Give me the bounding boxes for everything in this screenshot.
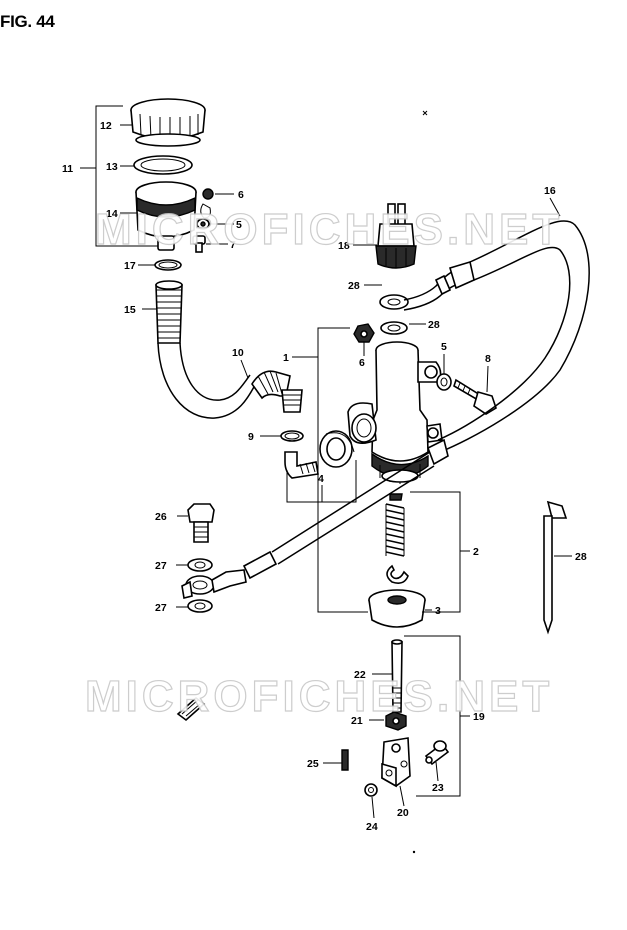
cylinder-washer-5 bbox=[436, 373, 452, 391]
brake-light-switch bbox=[375, 203, 417, 269]
dust-boot bbox=[368, 589, 426, 628]
watermark-bottom: MICROFICHES.NET bbox=[84, 671, 554, 721]
callout-24: 24 bbox=[366, 821, 378, 833]
callout-4: 4 bbox=[318, 473, 324, 485]
callout-5a: 5 bbox=[236, 219, 242, 231]
callout-13: 13 bbox=[106, 161, 118, 173]
dot-mark bbox=[412, 850, 416, 854]
pin-nut bbox=[364, 783, 378, 797]
reservoir-hose-corrugated bbox=[155, 280, 183, 344]
callout-6b: 6 bbox=[359, 357, 365, 369]
reservoir-body bbox=[135, 181, 197, 251]
reservoir-screw bbox=[200, 188, 214, 219]
inlet-grommet bbox=[319, 430, 355, 468]
callout-7: 7 bbox=[230, 239, 236, 251]
callout-18: 18 bbox=[338, 240, 350, 252]
push-rod bbox=[391, 639, 403, 713]
callout-28a: 28 bbox=[348, 280, 360, 292]
callout-17: 17 bbox=[124, 260, 136, 272]
hose-clamp-17 bbox=[154, 259, 182, 271]
callout-2: 2 bbox=[473, 546, 479, 558]
callout-6a: 6 bbox=[238, 189, 244, 201]
callout-14: 14 bbox=[106, 208, 118, 220]
callout-28c: 28 bbox=[575, 551, 587, 563]
clevis bbox=[381, 737, 411, 788]
master-cylinder-body bbox=[347, 341, 443, 484]
callout-12: 12 bbox=[100, 120, 112, 132]
callout-9: 9 bbox=[248, 431, 254, 443]
lock-nut bbox=[385, 711, 407, 731]
callout-3: 3 bbox=[435, 605, 441, 617]
callout-16: 16 bbox=[544, 185, 556, 197]
figure-title: FIG. 44 bbox=[0, 12, 55, 31]
reservoir-bolt bbox=[192, 235, 206, 253]
brake-hose bbox=[403, 220, 590, 466]
cylinder-nut bbox=[353, 323, 375, 343]
callout-22: 22 bbox=[354, 669, 366, 681]
asterisk-mark bbox=[422, 110, 428, 116]
callout-27a: 27 bbox=[155, 560, 167, 572]
reservoir-washer bbox=[196, 218, 210, 230]
callout-15: 15 bbox=[124, 304, 136, 316]
callout-11: 11 bbox=[62, 163, 73, 175]
clevis-pin bbox=[424, 740, 450, 766]
reservoir-diaphragm bbox=[133, 155, 193, 175]
arrow-marker bbox=[176, 696, 206, 722]
leader-lines bbox=[80, 105, 572, 819]
return-spring bbox=[385, 493, 405, 557]
inlet-elbow bbox=[284, 451, 319, 479]
banjo-washer-upper bbox=[187, 558, 213, 572]
callout-20: 20 bbox=[397, 807, 409, 819]
reservoir-cap bbox=[130, 98, 206, 147]
callout-26: 26 bbox=[155, 511, 167, 523]
banjo-washer-lower bbox=[187, 599, 213, 613]
hose-washer-upper bbox=[379, 294, 409, 310]
callout-23: 23 bbox=[432, 782, 444, 794]
callout-1: 1 bbox=[283, 352, 289, 364]
banjo-fitting bbox=[181, 575, 215, 599]
cable-tie bbox=[543, 500, 568, 635]
callout-21: 21 bbox=[351, 715, 363, 727]
callout-8: 8 bbox=[485, 353, 491, 365]
callout-5b: 5 bbox=[441, 341, 447, 353]
callout-25: 25 bbox=[307, 758, 319, 770]
callout-27b: 27 bbox=[155, 602, 167, 614]
watermark-top: MICROFICHES.NET bbox=[94, 204, 564, 254]
callout-28b: 28 bbox=[428, 319, 440, 331]
mounting-bolt-8 bbox=[453, 378, 497, 415]
reservoir-hose bbox=[157, 342, 303, 419]
circlip bbox=[386, 564, 409, 584]
banjo-bolt bbox=[187, 503, 215, 543]
hose-clamp-9 bbox=[280, 430, 304, 442]
callout-19: 19 bbox=[473, 711, 485, 723]
callout-10: 10 bbox=[232, 347, 244, 359]
hose-washer-lower bbox=[380, 321, 408, 335]
cotter-pin bbox=[341, 749, 349, 771]
